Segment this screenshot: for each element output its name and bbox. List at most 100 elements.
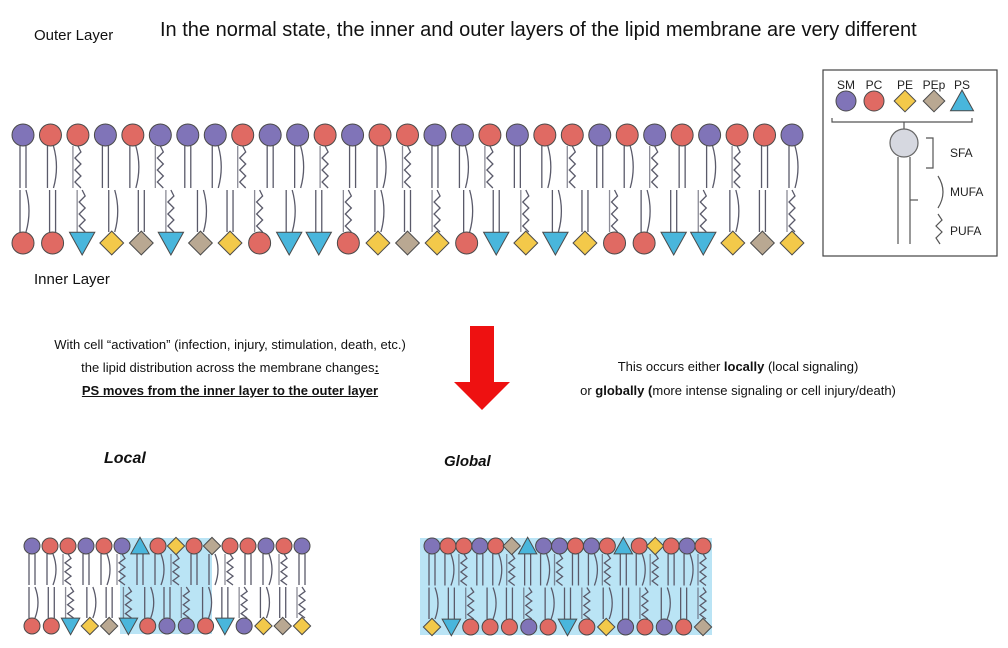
outer-lipid-pc-head — [368, 123, 392, 147]
outer-lipid-sm-head — [551, 537, 569, 555]
inner-lipid-ps-head — [441, 618, 462, 637]
inner-lipid-ps-head — [214, 617, 235, 636]
occurs-l2-d: more intense signaling or cell injury/de… — [652, 383, 896, 398]
inner-lipid-pe-head — [572, 230, 598, 256]
activation-line-2: the lipid distribution across the membra… — [8, 356, 452, 379]
inner-lipid-sm-head — [655, 618, 673, 636]
inner-lipid-pc-head — [578, 618, 596, 636]
inner-lipid-pep-head — [273, 616, 293, 636]
inner-lipid-pc-head — [603, 231, 627, 255]
inner-lipid-pc-head — [248, 231, 272, 255]
outer-lipid-sm-head — [113, 537, 131, 555]
legend-label-pe: PE — [897, 78, 913, 92]
legend-tail-sfa: SFA — [950, 146, 973, 160]
inner-lipid-ps-head — [305, 231, 333, 257]
activation-description: With cell “activation” (infection, injur… — [8, 333, 452, 402]
outer-lipid-sm-head — [678, 537, 696, 555]
outer-lipid-pc-head — [598, 537, 616, 555]
legend-label-pc: PC — [866, 78, 883, 92]
global-membrane — [420, 536, 713, 637]
outer-lipid-pc-head — [478, 123, 502, 147]
outer-lipid-pc-head — [66, 123, 90, 147]
occurs-l1-a: This occurs either — [617, 359, 724, 374]
outer-lipid-pc-head — [221, 537, 239, 555]
legend-symbol-pep — [922, 89, 946, 113]
inner-lipid-pc-head — [500, 618, 518, 636]
inner-lipid-pc-head — [481, 618, 499, 636]
outer-lipid-ps-head — [517, 536, 538, 555]
outer-lipid-sm-head — [341, 123, 365, 147]
outer-lipid-sm-head — [257, 537, 275, 555]
inner-lipid-pc-head — [11, 231, 35, 255]
outer-lipid-sm-head — [286, 123, 310, 147]
occurs-l2-c: ( — [644, 383, 653, 398]
outer-lipid-pc-head — [185, 537, 203, 555]
outer-lipid-pc-head — [670, 123, 694, 147]
outer-lipid-sm-head — [505, 123, 529, 147]
legend-tail-pufa: PUFA — [950, 224, 981, 238]
outer-lipid-sm-head — [77, 537, 95, 555]
outer-lipid-pc-head — [694, 537, 712, 555]
occurs-l1-c: (local signaling) — [764, 359, 859, 374]
outer-lipid-pep-head — [202, 536, 222, 556]
outer-lipid-pc-head — [313, 123, 337, 147]
inner-lipid-ps-head — [689, 231, 717, 257]
outer-lipid-pc-head — [560, 123, 584, 147]
outer-lipid-sm-head — [450, 123, 474, 147]
inner-lipid-sm-head — [520, 618, 538, 636]
inner-lipid-ps-head — [68, 231, 96, 257]
inner-lipid-pc-head — [336, 231, 360, 255]
inner-lipid-pep-head — [99, 616, 119, 636]
legend-label-ps: PS — [954, 78, 970, 92]
outer-lipid-sm-head — [423, 537, 441, 555]
occurs-line-2: or globally (more intense signaling or c… — [548, 379, 928, 403]
inner-lipid-pc-head — [539, 618, 557, 636]
outer-lipid-pc-head — [121, 123, 145, 147]
inner-lipid-pc-head — [675, 618, 693, 636]
outer-lipid-pc-head — [231, 123, 255, 147]
outer-lipid-sm-head — [698, 123, 722, 147]
inner-lipid-sm-head — [235, 617, 253, 635]
inner-lipid-pe-head — [720, 230, 746, 256]
outer-lipid-pc-head — [275, 537, 293, 555]
inner-lipid-ps-head — [60, 617, 81, 636]
inner-lipid-pc-head — [462, 618, 480, 636]
activation-line-2-text: the lipid distribution across the membra… — [81, 360, 375, 375]
outer-lipid-sm-head — [203, 123, 227, 147]
outer-lipid-sm-head — [11, 123, 35, 147]
outer-lipid-sm-head — [148, 123, 172, 147]
inner-lipid-pe-head — [422, 617, 442, 637]
outer-lipid-sm-head — [582, 537, 600, 555]
outer-lipid-pc-head — [455, 537, 473, 555]
legend-symbol-pc — [863, 90, 885, 112]
outer-lipid-pep-head — [502, 536, 522, 556]
inner-lipid-ps-head — [660, 231, 688, 257]
legend-generic-head — [889, 128, 919, 158]
inner-lipid-ps-head — [557, 618, 578, 637]
inner-lipid-pc-head — [632, 231, 656, 255]
inner-lipid-pe-head — [292, 616, 312, 636]
activation-line-1: With cell “activation” (infection, injur… — [54, 337, 406, 352]
inner-lipid-ps-head — [482, 231, 510, 257]
inner-lipid-pc-head — [41, 231, 65, 255]
inner-lipid-pc-head — [636, 618, 654, 636]
legend-symbol-pe — [893, 89, 917, 113]
inner-lipid-pc-head — [197, 617, 215, 635]
outer-lipid-sm-head — [643, 123, 667, 147]
inner-lipid-pc-head — [455, 231, 479, 255]
inner-lipid-sm-head — [177, 617, 195, 635]
activation-line-2-colon: : — [374, 360, 379, 375]
outer-lipid-sm-head — [588, 123, 612, 147]
occurs-l2-a: or — [580, 383, 596, 398]
outer-lipid-pc-head — [439, 537, 457, 555]
outer-lipid-pe-head — [166, 536, 186, 556]
outer-lipid-pc-head — [59, 537, 77, 555]
outer-lipid-pc-head — [38, 123, 62, 147]
outer-lipid-sm-head — [535, 537, 553, 555]
page-title: In the normal state, the inner and outer… — [160, 19, 917, 41]
inner-lipid-pc-head — [23, 617, 41, 635]
outer-lipid-sm-head — [293, 537, 311, 555]
legend-tail-mufa: MUFA — [950, 185, 983, 199]
inner-layer-label: Inner Layer — [34, 271, 110, 288]
